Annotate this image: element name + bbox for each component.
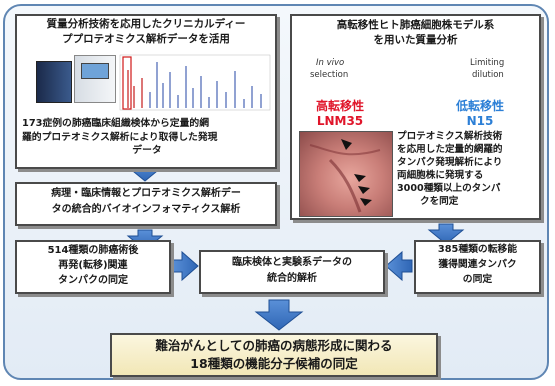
mass-spectrometer-image [36,55,116,105]
left-panel-caption-2: 羅的プロテオミクス解析により取得した発現 [22,132,218,143]
right-panel-caption-5: 3000種類以上のタンパ [397,183,501,194]
in-vivo-label-1: In vivo [316,58,345,68]
high-metastatic-label: 高転移性 [315,99,364,113]
instrument-body [36,61,72,103]
right-panel-caption-1: プロテオミクス解析技術 [397,131,503,142]
low-metastatic-cell-name: N15 [466,114,494,128]
limiting-label-1: Limiting [470,58,505,68]
in-vivo-label-2: selection [310,70,349,80]
recurrence-proteins-box [15,240,171,294]
metastasis-line-2: 獲得関連タンパク [438,259,517,270]
result-line-2: 18種類の機能分子候補の同定 [190,356,358,371]
high-metastatic-cell-name: LNM35 [316,114,364,128]
recurrence-line-2: 再発(転移)関連 [58,260,128,271]
right-panel-caption-2: を応用した定量的網羅的 [397,144,503,155]
recurrence-line-3: タンパクの同定 [58,275,128,286]
bioinformatics-box [15,182,277,226]
metastasis-line-3: の同定 [462,274,493,285]
integration-box [199,250,385,294]
right-panel-title-1: 高転移性ヒト肺癌細胞株モデル系 [336,19,495,31]
arrow-to-result [254,299,304,331]
recurrence-line-1: 514種類の肺癌術後 [47,245,139,256]
left-panel-title-2: ププロテオミクス解析データを活用 [62,33,230,45]
limiting-label-2: dilution [472,70,504,80]
right-panel-caption-3: タンパク発現解析により [397,157,503,168]
right-panel-caption-4: 両細胞株に発現する [397,170,484,181]
integration-line-1: 臨床検体と実験系データの [232,257,352,268]
low-metastatic-label: 低転移性 [455,99,504,113]
result-box [110,333,438,377]
result-line-1: 難治がんとしての肺癌の病態形成に関わる [155,338,393,353]
left-panel-caption-1: 173症例の肺癌臨床組織検体から定量的網 [22,118,209,129]
bioinformatics-line-2: タの統合的バイオインフォマティクス解析 [51,204,241,215]
bioinformatics-line-1: 病理・臨床情報とプロテオミクス解析デー [51,188,241,199]
integration-line-2: 統合的解析 [267,273,317,284]
arrow-right-down [427,223,465,245]
instrument-screen [81,63,109,79]
arrow-left-to-center [171,250,199,282]
left-panel-caption-3: データ [132,145,162,156]
metastasis-line-1: 385種類の転移能 [437,244,518,255]
right-panel-caption-6: クを同定 [420,196,459,207]
right-panel-title-2: を用いた質量分析 [373,34,458,46]
left-panel-title-1: 質量分析技術を応用したクリニカルディー [46,18,246,30]
arrow-right-to-center [385,250,413,282]
metastasis-proteins-box [414,240,541,294]
